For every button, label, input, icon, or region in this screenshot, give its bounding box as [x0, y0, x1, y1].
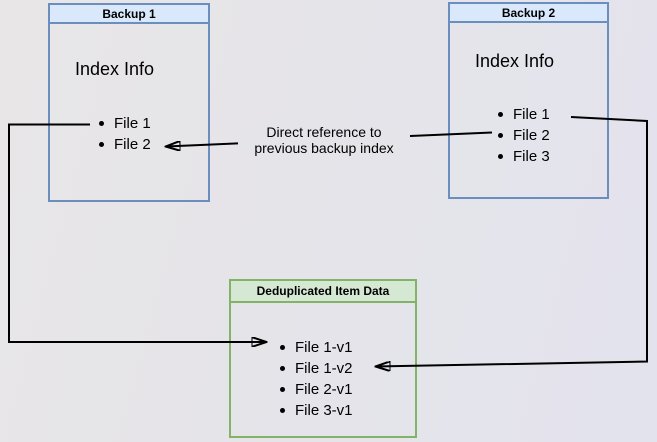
- node-backup-2: Backup 2 Index Info File 1 File 2 File 3: [448, 2, 609, 199]
- list-item: File 3-v1: [280, 400, 353, 421]
- bullet-icon: [280, 366, 285, 371]
- list-item: File 2: [99, 134, 151, 155]
- backup-1-file-list: File 1 File 2: [99, 113, 151, 155]
- bullet-icon: [498, 133, 503, 138]
- list-item: File 1: [99, 113, 151, 134]
- bullet-icon: [99, 142, 104, 147]
- node-backup-1: Backup 1 Index Info File 1 File 2: [48, 3, 210, 202]
- bullet-icon: [99, 121, 104, 126]
- node-dedup-title: Deduplicated Item Data: [231, 281, 415, 303]
- file-label: File 1-v1: [295, 339, 353, 356]
- list-item: File 2-v1: [280, 379, 353, 400]
- bullet-icon: [498, 112, 503, 117]
- bullet-icon: [280, 387, 285, 392]
- file-label: File 2-v1: [295, 381, 353, 398]
- node-deduplicated-item-data: Deduplicated Item Data File 1-v1 File 1-…: [229, 279, 417, 438]
- list-item: File 3: [498, 146, 550, 167]
- bullet-icon: [280, 345, 285, 350]
- node-backup-1-title: Backup 1: [50, 5, 208, 24]
- backup-1-index-info-label: Index Info: [75, 59, 155, 79]
- file-label: File 1-v2: [295, 360, 353, 377]
- file-label: File 2: [114, 136, 151, 153]
- edge-label-line1: Direct reference to: [266, 124, 382, 140]
- list-item: File 2: [498, 125, 550, 146]
- backup-2-file-list: File 1 File 2 File 3: [498, 104, 550, 167]
- dedup-file-list: File 1-v1 File 1-v2 File 2-v1 File 3-v1: [280, 337, 353, 421]
- backup-2-index-info-label: Index Info: [475, 51, 555, 71]
- bullet-icon: [280, 408, 285, 413]
- edge-label-line2: previous backup index: [254, 139, 394, 156]
- file-label: File 3: [513, 148, 550, 165]
- file-label: File 3-v1: [295, 402, 353, 419]
- file-label: File 1: [513, 106, 550, 123]
- bullet-icon: [498, 154, 503, 159]
- edge-label-direct-reference: Direct reference to previous backup inde…: [238, 124, 410, 156]
- file-label: File 1: [114, 115, 151, 132]
- list-item: File 1-v2: [280, 358, 353, 379]
- node-backup-2-title: Backup 2: [450, 4, 607, 23]
- file-label: File 2: [513, 127, 550, 144]
- list-item: File 1-v1: [280, 337, 353, 358]
- list-item: File 1: [498, 104, 550, 125]
